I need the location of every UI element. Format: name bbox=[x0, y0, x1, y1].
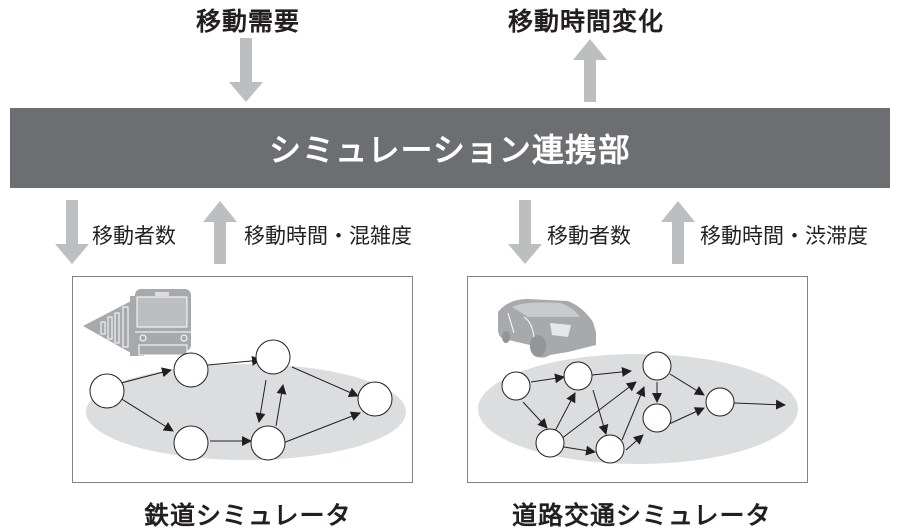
network-node bbox=[705, 387, 735, 417]
network-link bbox=[668, 407, 705, 425]
simulation-coordinator-bar: シミュレーション連携部 bbox=[10, 108, 890, 188]
network-link bbox=[560, 381, 637, 440]
network-node bbox=[563, 361, 593, 391]
network-link bbox=[530, 373, 565, 384]
rail-simulator-label: 鉄道シミュレータ bbox=[144, 501, 352, 530]
network-link bbox=[554, 392, 576, 432]
network-node bbox=[595, 434, 625, 464]
network-node bbox=[89, 373, 125, 409]
rail-network-area bbox=[86, 364, 406, 460]
road-network-diagram bbox=[478, 299, 798, 464]
road-up-arrow bbox=[661, 201, 695, 264]
network-link bbox=[621, 386, 646, 441]
rail-simulator-box bbox=[72, 276, 413, 483]
up-arrow-shape bbox=[573, 39, 607, 102]
car-icon bbox=[498, 299, 596, 358]
network-node bbox=[642, 403, 672, 433]
coordinator-title: シミュレーション連携部 bbox=[269, 131, 631, 169]
up-arrow-time-change bbox=[573, 39, 607, 102]
road-vehicle-count-label: 移動者数 bbox=[547, 224, 631, 248]
network-link bbox=[207, 355, 262, 366]
travel-demand-label: 移動需要 bbox=[196, 7, 301, 36]
down-arrow-shape bbox=[55, 200, 89, 264]
network-link bbox=[119, 397, 174, 432]
down-arrow-shape bbox=[229, 38, 263, 102]
network-link bbox=[522, 401, 548, 429]
network-link bbox=[669, 373, 705, 396]
down-arrow-shape bbox=[508, 200, 542, 264]
network-link bbox=[733, 399, 786, 410]
network-node bbox=[642, 351, 672, 381]
network-node bbox=[173, 352, 209, 388]
rail-time-congestion-label: 移動時間・混雑度 bbox=[244, 224, 412, 248]
network-link bbox=[282, 411, 361, 444]
rail-up-arrow bbox=[203, 201, 237, 264]
network-link bbox=[291, 366, 359, 397]
network-link bbox=[592, 389, 609, 435]
rail-network-diagram bbox=[83, 289, 406, 461]
network-link bbox=[625, 434, 644, 451]
down-arrow-demand bbox=[229, 38, 263, 102]
network-link bbox=[563, 445, 596, 456]
network-link bbox=[120, 367, 172, 384]
network-node bbox=[255, 339, 291, 375]
network-node bbox=[535, 428, 565, 458]
road-network-area bbox=[478, 354, 798, 464]
network-node bbox=[250, 425, 286, 461]
rail-down-arrow bbox=[55, 200, 89, 264]
rail-passenger-count-label: 移動者数 bbox=[92, 224, 176, 248]
network-link bbox=[275, 384, 287, 427]
network-link bbox=[255, 379, 267, 423]
road-simulator-box bbox=[467, 276, 808, 483]
road-time-congestion-label: 移動時間・渋滞度 bbox=[700, 224, 868, 248]
road-simulator-label: 道路交通シミュレータ bbox=[512, 501, 772, 530]
network-node bbox=[501, 371, 531, 401]
up-arrow-shape bbox=[661, 201, 695, 264]
train-icon bbox=[83, 289, 191, 356]
network-node bbox=[357, 381, 393, 417]
road-down-arrow bbox=[508, 200, 542, 264]
up-arrow-shape bbox=[203, 201, 237, 264]
network-link bbox=[591, 366, 632, 377]
network-node bbox=[173, 425, 209, 461]
travel-time-change-label: 移動時間変化 bbox=[508, 7, 665, 36]
